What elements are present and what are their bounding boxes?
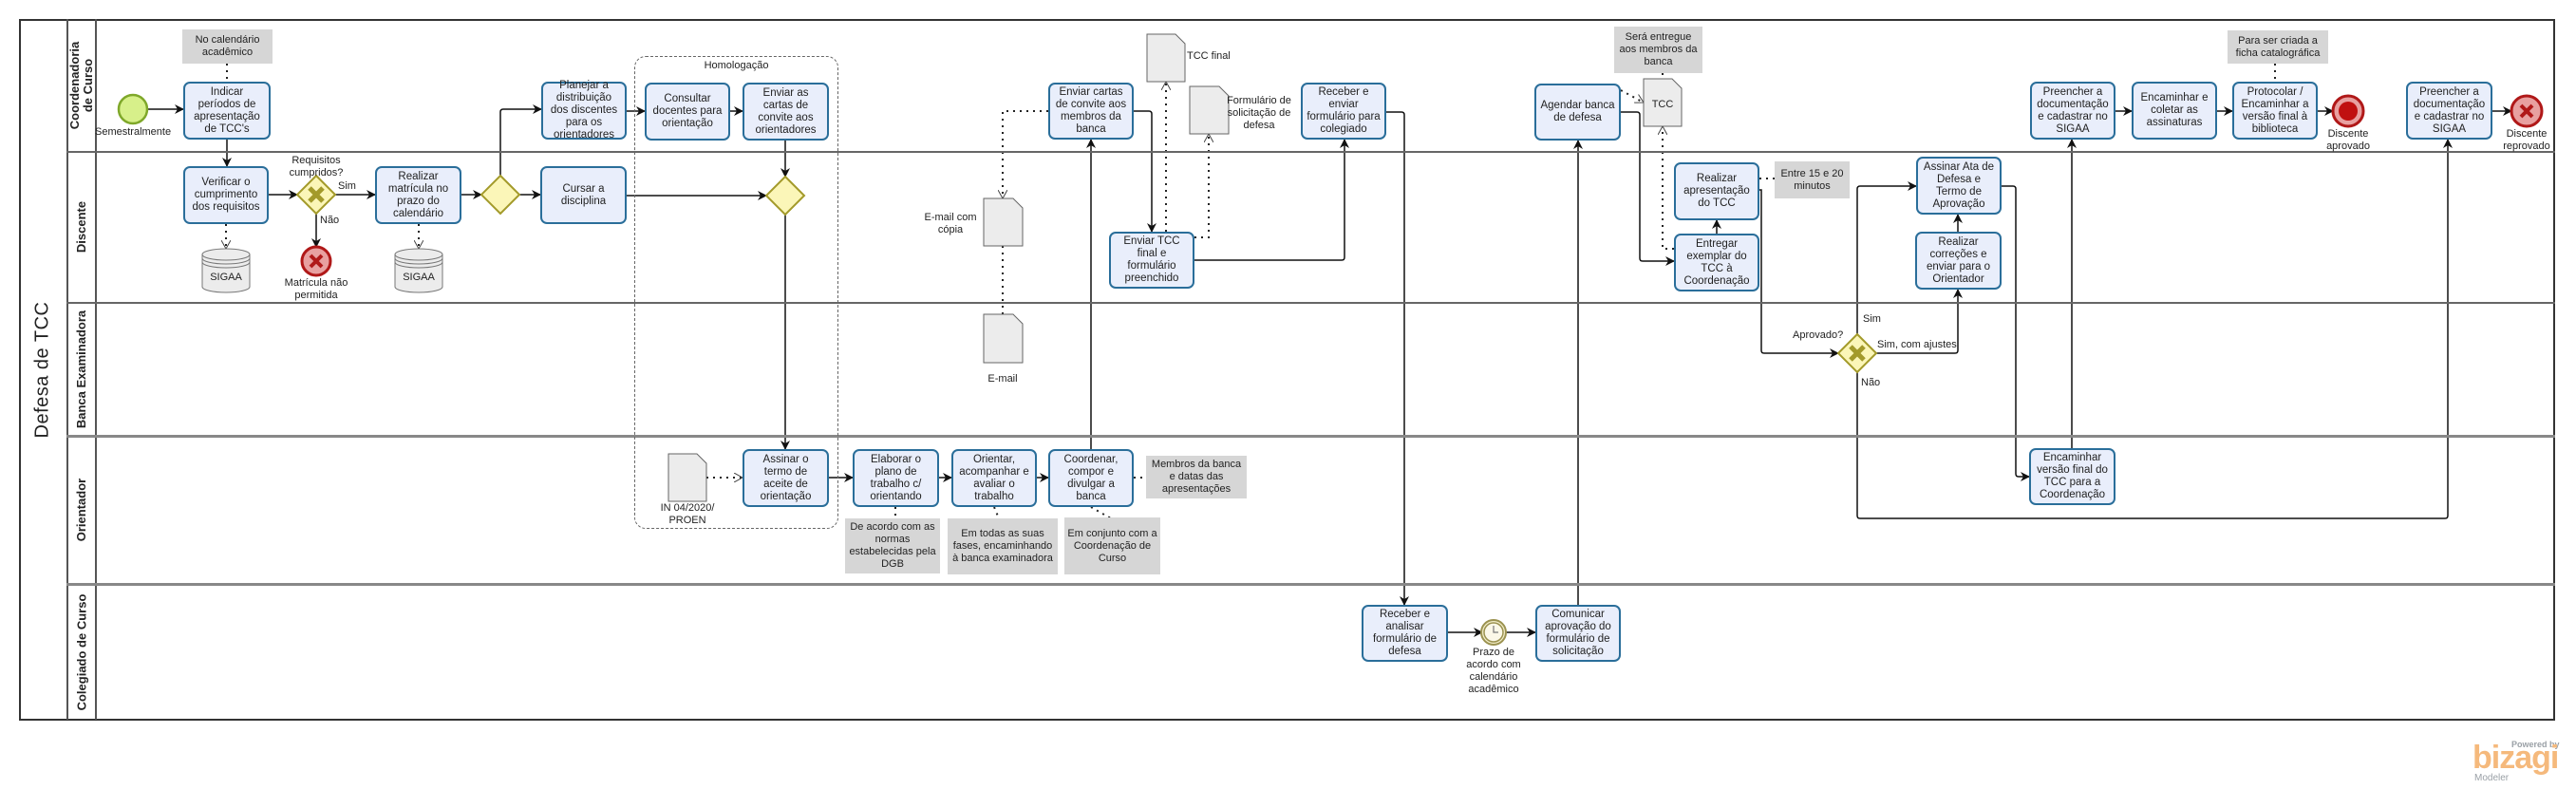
document-label: E-mail <box>987 373 1018 385</box>
task-entregar[interactable]: Entregar exemplar do TCC à Coordenação <box>1674 234 1759 291</box>
annotation: Membros da banca e datas das apresentaçõ… <box>1146 456 1247 498</box>
assoc-email <box>1003 110 1048 198</box>
task-receber-enviar[interactable]: Receber e enviar formulário para colegia… <box>1301 83 1386 140</box>
lane-label: Discente <box>74 200 89 254</box>
lane-divider <box>66 151 2555 153</box>
group-homologacao <box>634 56 838 529</box>
task-enviar-tcc[interactable]: Enviar TCC final e formulário preenchido <box>1109 232 1194 289</box>
task-elaborar[interactable]: Elaborar o plano de trabalho c/ orientan… <box>853 449 939 507</box>
task-comunicar[interactable]: Comunicar aprovação do formulário de sol… <box>1535 605 1621 662</box>
task-consultar[interactable]: Consultar docentes para orientação <box>645 83 730 141</box>
gateway-label: Aprovado? <box>1793 329 1844 341</box>
flow-gw-ajustes-correcoes <box>1876 289 1963 354</box>
task-encaminhar-coletar[interactable]: Encaminhar e coletar as assinaturas <box>2132 82 2217 140</box>
flow-gw-sim-assinar <box>1856 181 1917 334</box>
task-encaminhar-versao-final[interactable]: Encaminhar versão final do TCC para a Co… <box>2029 448 2115 505</box>
document-label: E-mail com cópia <box>924 212 977 235</box>
task-receber-analisar[interactable]: Receber e analisar formulário de defesa <box>1362 605 1448 662</box>
gateway-yes-label: Sim <box>338 180 356 192</box>
timer-event-label: Prazo de acordo com calendário acadêmico <box>1466 647 1521 695</box>
task-cursar[interactable]: Cursar a disciplina <box>540 166 627 224</box>
powered-by-label: Powered by <box>2511 740 2560 749</box>
pool-title: Defesa de TCC <box>19 19 66 721</box>
lane-label: Orientador <box>74 478 88 542</box>
annotation: Será entregue aos membros da banca <box>1614 27 1702 73</box>
document-label: TCC final <box>1187 50 1231 62</box>
gateway-yes-adjust-label: Sim, com ajustes <box>1877 339 1957 350</box>
end-event-label: Discente aprovado <box>2326 128 2370 152</box>
task-realizar-matricula[interactable]: Realizar matrícula no prazo do calendári… <box>375 166 461 224</box>
document-label: Formulário de solicitação de defesa <box>1227 95 1291 131</box>
flow-assinar-encaminhar <box>2002 185 2030 481</box>
lane-header-banca: Banca Examinadora <box>66 303 97 436</box>
flow-par-planejar <box>499 104 542 176</box>
gateway-no-label: Não <box>320 215 340 226</box>
annotation: Em todas as suas fases, encaminhando à b… <box>948 518 1058 574</box>
group-title: Homologação <box>704 60 769 71</box>
task-assinar-termo[interactable]: Assinar o termo de aceite de orientação <box>743 449 829 507</box>
task-verificar[interactable]: Verificar o cumprimento dos requisitos <box>183 166 269 224</box>
task-preencher-aprovado[interactable]: Preencher a documentação e cadastrar no … <box>2030 82 2115 140</box>
assoc-entregar-tcc <box>1663 126 1674 250</box>
flow-apresentacao-gw <box>1759 189 1839 358</box>
gateway-no-label: Não <box>1861 377 1881 388</box>
task-indicar[interactable]: Indicar períodos de apresentação de TCC'… <box>183 82 271 140</box>
task-orientar[interactable]: Orientar, acompanhar e avaliar o trabalh… <box>951 449 1037 507</box>
lane-header-orientador: Orientador <box>66 436 97 584</box>
lane-divider <box>66 302 2555 304</box>
end-event-label: Discente reprovado <box>2503 128 2550 152</box>
datastore-label: SIGAA <box>403 272 435 283</box>
lane-header-discente: Discente <box>66 151 97 303</box>
lane-label: Colegiado de Curso <box>74 593 89 710</box>
gateway-label: Requisitos cumpridos? <box>289 155 344 179</box>
task-protocolar[interactable]: Protocolar / Encaminhar a versão final à… <box>2232 82 2318 140</box>
task-enviar-cartas-banca[interactable]: Enviar cartas de convite aos membros da … <box>1048 83 1134 140</box>
annotation: Para ser criada a ficha catalográfica <box>2228 30 2328 64</box>
annotation: De acordo com as normas estabelecidas pe… <box>845 518 940 573</box>
lane-label: Coordenadoria de Curso <box>67 41 95 130</box>
pool <box>19 19 2555 721</box>
flow-enviarbanca-enviartcc <box>1134 110 1156 233</box>
task-preencher-reprovado[interactable]: Preencher a documentação e cadastrar no … <box>2406 82 2492 140</box>
task-realizar-correcoes[interactable]: Realizar correções e enviar para o Orien… <box>1915 232 2002 290</box>
lane-header-colegiado: Colegiado de Curso <box>66 584 97 720</box>
task-planejar[interactable]: Planejar a distribuição dos discentes pa… <box>541 80 627 141</box>
document-label: IN 04/2020/ PROEN <box>660 502 715 526</box>
modeler-label: Modeler <box>2474 773 2510 783</box>
annotation: Entre 15 e 20 minutos <box>1775 161 1850 198</box>
annotation: Em conjunto com a Coordenação de Curso <box>1064 517 1160 574</box>
datastore-label: SIGAA <box>210 272 242 283</box>
lane-header-coordenadoria: Coordenadoria de Curso <box>66 19 97 152</box>
assoc-tcc <box>1620 89 1644 103</box>
lane-divider <box>66 435 2555 438</box>
task-assinar-ata[interactable]: Assinar Ata de Defesa e Termo de Aprovaç… <box>1916 157 2002 215</box>
lane-label: Banca Examinadora <box>74 310 88 429</box>
end-event-label: Matrícula não permitida <box>284 277 348 301</box>
bizagi-logo: bizagi <box>2473 740 2559 776</box>
flow-agendar-entregar <box>1621 111 1675 266</box>
document-label: TCC <box>1651 99 1674 110</box>
annotation: No calendário acadêmico <box>182 29 273 64</box>
assoc-formulario <box>1194 134 1209 238</box>
pool-title-text: Defesa de TCC <box>31 301 53 439</box>
task-agendar[interactable]: Agendar banca de defesa <box>1534 84 1621 141</box>
flow-enviartcc-receber <box>1194 139 1349 261</box>
flow-receber-analisar <box>1386 111 1409 606</box>
task-realizar-apresentacao[interactable]: Realizar apresentação do TCC <box>1674 162 1759 220</box>
lane-divider <box>66 583 2555 586</box>
start-event-label: Semestralmente <box>95 126 172 138</box>
flow-gw-nao-preencher2 <box>1856 139 2453 519</box>
task-enviar-cartas-orientadores[interactable]: Enviar as cartas de convite aos orientad… <box>743 83 829 141</box>
gateway-yes-label: Sim <box>1863 313 1881 325</box>
task-coordenar[interactable]: Coordenar, compor e divulgar a banca <box>1048 449 1134 507</box>
